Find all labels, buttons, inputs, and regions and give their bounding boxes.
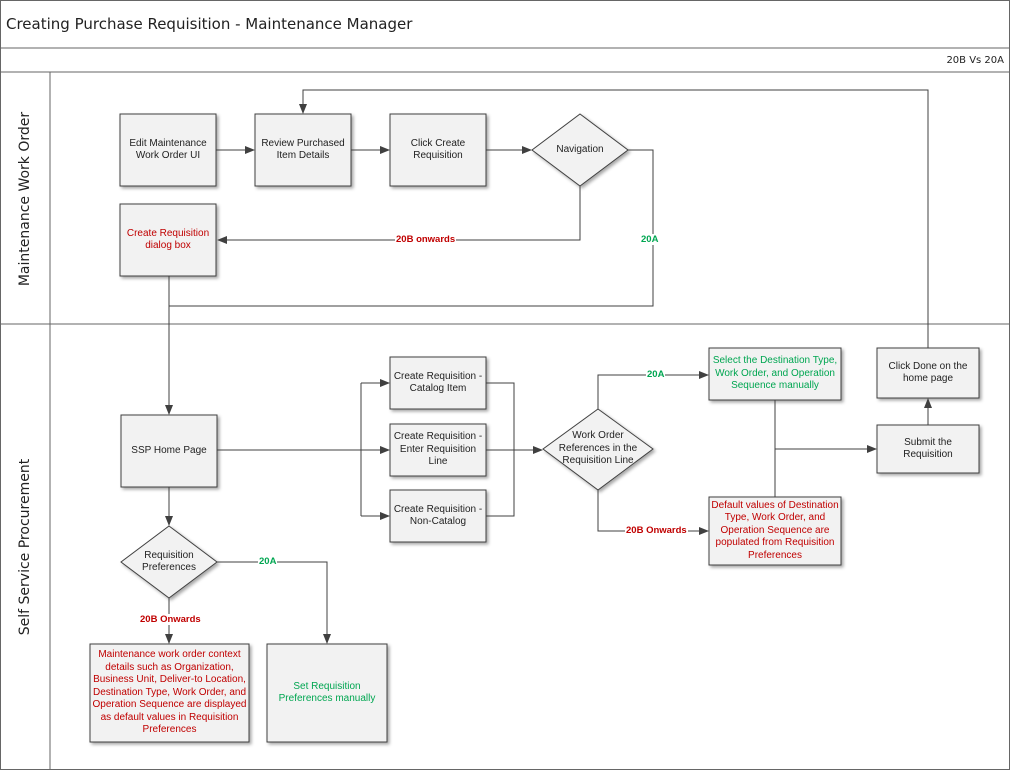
lane-label-ssp: Self Service Procurement	[17, 458, 33, 636]
edge-label-wo-20b: 20B Onwards	[625, 525, 688, 536]
req-prefs-text: Requisition Preferences	[142, 549, 196, 574]
set-prefs-text: Set Requisition Preferences manually	[278, 680, 376, 705]
default-values-box	[708, 496, 842, 566]
review-details-text: Review Purchased Item Details	[261, 137, 345, 162]
click-done-box	[876, 347, 980, 399]
wo-refs-text: Work Order References in the Requisition…	[558, 430, 638, 467]
edge-label-prefs-20a: 20A	[258, 556, 278, 567]
select-dest-text: Select the Destination Type, Work Order,…	[712, 355, 838, 392]
req-line-box	[389, 423, 487, 477]
submit-text: Submit the Requisition	[903, 436, 953, 461]
ssp-home-box	[120, 414, 218, 488]
req-catalog-box	[389, 356, 487, 410]
edge-nav-20a	[169, 149, 654, 307]
edit-work-order-text: Edit Maintenance Work Order UI	[129, 137, 207, 162]
page-title: Creating Purchase Requisition - Maintena…	[6, 15, 413, 33]
edge-prefs-20a	[217, 561, 331, 644]
edge-label-prefs-20b: 20B Onwards	[139, 614, 202, 625]
navigation-text: Navigation	[556, 143, 604, 155]
req-line-text: Create Requisition - Enter Requisition L…	[393, 431, 483, 468]
version-label: 20B Vs 20A	[946, 55, 1004, 66]
edge-done-loop	[299, 89, 929, 348]
submit-box	[876, 424, 980, 474]
context-details-text: Maintenance work order context details s…	[92, 649, 247, 736]
req-noncatalog-box	[389, 489, 487, 543]
click-create-text: Click Create Requisition	[410, 137, 466, 162]
select-dest-box	[708, 347, 842, 401]
edge-label-nav-20b: 20B onwards	[395, 234, 457, 245]
req-catalog-text: Create Requisition - Catalog Item	[393, 370, 483, 395]
click-done-text: Click Done on the home page	[888, 360, 968, 385]
lane-label-maintenance: Maintenance Work Order	[17, 111, 33, 287]
req-noncatalog-text: Create Requisition - Non-Catalog	[393, 503, 483, 528]
review-details-box	[254, 113, 352, 187]
set-prefs-box	[266, 643, 388, 743]
edge-label-nav-20a: 20A	[640, 234, 660, 245]
create-dialog-box	[119, 203, 217, 277]
context-details-box	[89, 643, 250, 743]
edit-work-order-box	[119, 113, 217, 187]
edge-nav-20b	[217, 186, 581, 244]
edge-label-wo-20a: 20A	[646, 369, 666, 380]
edge-wo-20a	[597, 371, 709, 409]
create-dialog-text: Create Requisition dialog box	[126, 227, 210, 252]
ssp-home-text: SSP Home Page	[131, 444, 207, 456]
default-values-text: Default values of Destination Type, Work…	[711, 499, 839, 561]
